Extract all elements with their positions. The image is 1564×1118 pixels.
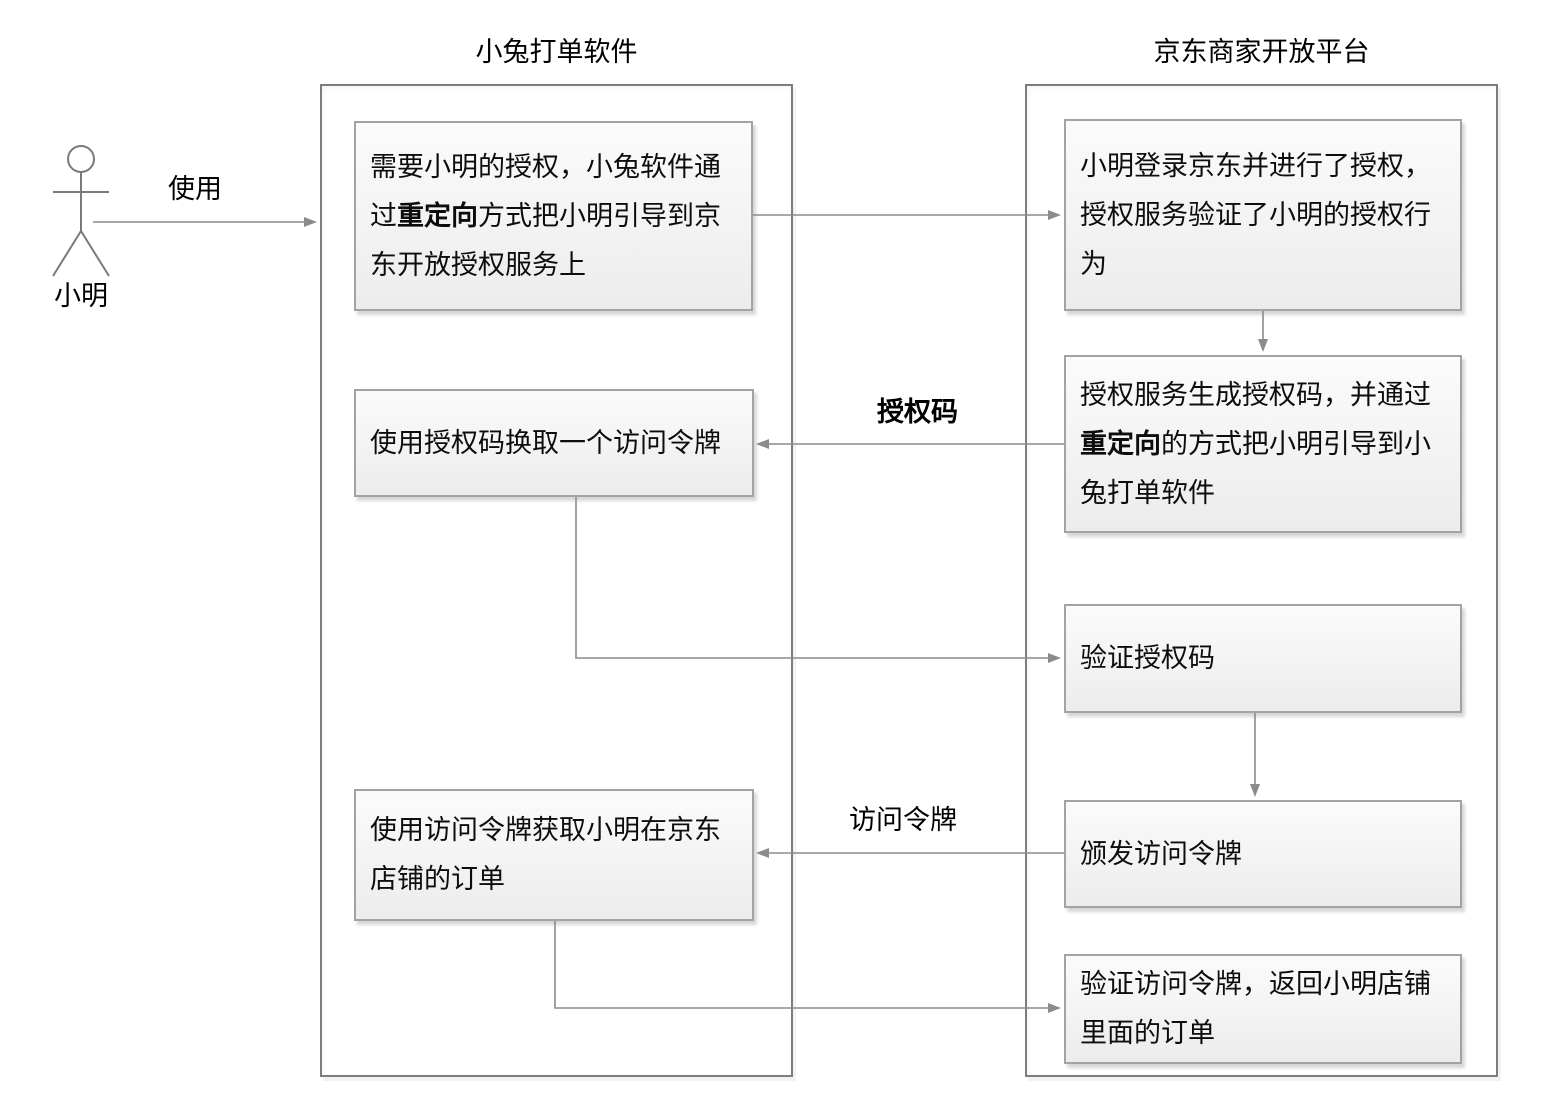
edge-label-access-token: 访问令牌 — [849, 805, 957, 836]
step-verify-auth-code: 验证授权码 — [1064, 604, 1462, 713]
edge-label-use: 使用 — [168, 174, 222, 205]
step-text: 需要小明的授权，小兔软件通过重定向方式把小明引导到京东开放授权服务上 — [370, 151, 721, 281]
lane-right-title: 京东商家开放平台 — [1153, 37, 1370, 68]
step-fetch-orders-with-token: 使用访问令牌获取小明在京东店铺的订单 — [354, 789, 754, 921]
actor-head — [67, 145, 95, 173]
step-user-login-authorize: 小明登录京东并进行了授权，授权服务验证了小明的授权行为 — [1064, 119, 1462, 311]
step-text: 使用授权码换取一个访问令牌 — [370, 427, 721, 459]
step-text: 小明登录京东并进行了授权，授权服务验证了小明的授权行为 — [1080, 150, 1431, 280]
step-text: 使用访问令牌获取小明在京东店铺的订单 — [370, 815, 721, 895]
step-generate-code-redirect-back: 授权服务生成授权码，并通过重定向的方式把小明引导到小兔打单软件 — [1064, 355, 1462, 533]
step-verify-token-return-orders: 验证访问令牌，返回小明店铺里面的订单 — [1064, 954, 1462, 1064]
edge-label-auth-code: 授权码 — [877, 397, 958, 428]
actor-legs — [52, 229, 110, 277]
step-text: 验证授权码 — [1080, 643, 1215, 674]
step-text: 颁发访问令牌 — [1080, 838, 1242, 870]
step-redirect-user-to-jd: 需要小明的授权，小兔软件通过重定向方式把小明引导到京东开放授权服务上 — [354, 121, 753, 311]
step-issue-access-token: 颁发访问令牌 — [1064, 800, 1462, 908]
actor-label: 小明 — [54, 281, 108, 312]
step-text: 验证访问令牌，返回小明店铺里面的订单 — [1080, 969, 1431, 1049]
lane-left-title: 小兔打单软件 — [475, 37, 638, 68]
step-exchange-code-for-token: 使用授权码换取一个访问令牌 — [354, 389, 754, 497]
step-text: 授权服务生成授权码，并通过重定向的方式把小明引导到小兔打单软件 — [1080, 379, 1431, 509]
actor-stick-figure-icon — [52, 145, 110, 277]
